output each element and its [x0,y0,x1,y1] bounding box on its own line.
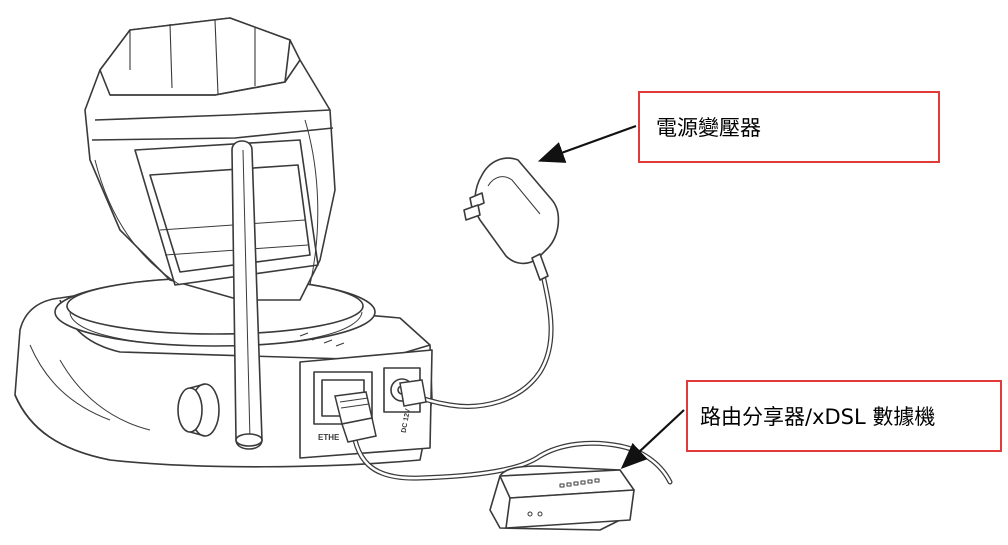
rj45-plug [334,391,377,443]
router-callout: 路由分享器/xDSL 數據機 [686,380,1002,452]
ethernet-port-label: ETHE [318,433,340,442]
camera-base [14,277,433,468]
dc-port-label: DC 12V [401,408,412,434]
power-adapter-callout: 電源變壓器 [638,91,940,163]
power-adapter-label: 電源變壓器 [656,116,761,140]
antenna [231,140,263,450]
camera-head [84,17,336,301]
router [489,465,635,531]
power-adapter-arrow [537,124,637,163]
router-label: 路由分享器/xDSL 數據機 [700,405,936,429]
ip-camera [14,17,433,468]
router-arrow [620,409,685,470]
router-leds [527,478,600,517]
power-adapter [463,157,560,281]
dc-plug [399,379,427,407]
